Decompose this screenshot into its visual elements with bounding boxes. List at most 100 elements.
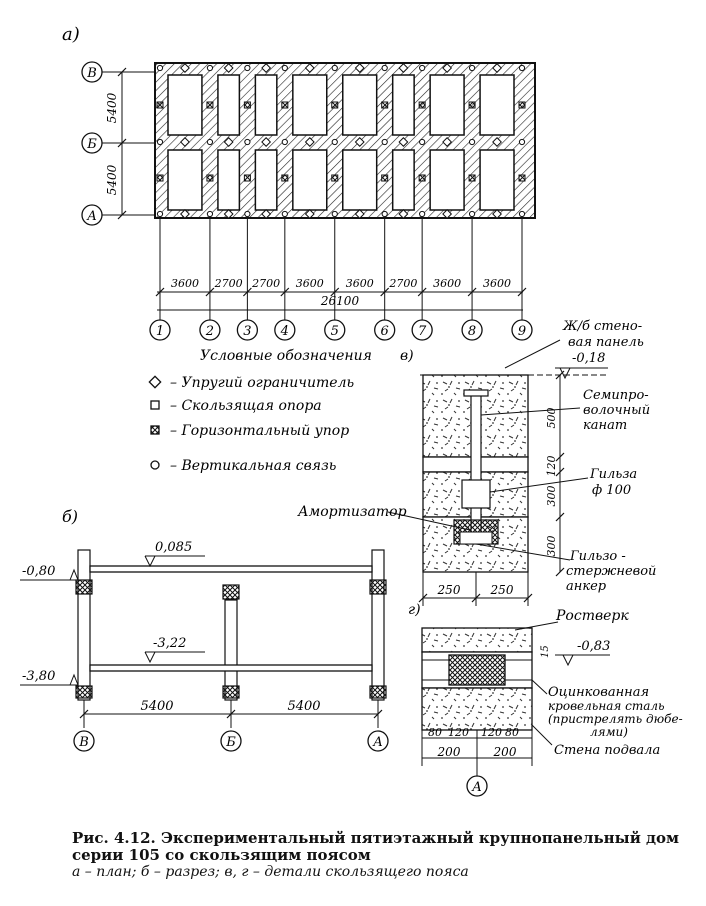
grillage-label: Ростверк [555, 608, 629, 624]
vertical-tie-symbol [206, 64, 214, 72]
vertical-tie-symbol [419, 210, 426, 218]
horizontal-stop-symbol [518, 101, 526, 109]
caption-subtitle: а – план; б – разрез; в, г – детали скол… [72, 864, 469, 880]
section-axis-label-v: В [78, 735, 89, 750]
dim-300-a: 300 [545, 486, 558, 507]
dim-300-b: 300 [545, 536, 558, 557]
level-minus-3-80: -3,80 [22, 669, 55, 684]
vertical-tie-symbol [468, 138, 476, 146]
basement-wall-label: Стена подвала [554, 743, 660, 758]
lower-slab [89, 664, 373, 672]
axis-label-v: В [86, 66, 97, 81]
steel-label-3: (пристрелять дюбе- [548, 712, 683, 726]
room-1-3 [254, 74, 278, 136]
room-2-2 [217, 149, 241, 211]
section-axis-label-b: Б [225, 735, 236, 750]
wall-panel-label-1: Ж/б стено- [562, 319, 642, 334]
legend-item-vertical-tie: – Вертикальная связь [170, 458, 336, 474]
room-2-7 [429, 149, 465, 211]
sleeve-label-1: Гильза [589, 467, 637, 482]
panel-label-v: в) [400, 348, 414, 364]
elastic-limiter-symbol [442, 137, 453, 147]
elastic-limiter-symbol [304, 137, 315, 147]
anchor-label-1: Гильзо - [569, 549, 626, 564]
room-1-2 [217, 74, 241, 136]
belt-block-middle [222, 584, 240, 600]
anchor-label-3: анкер [566, 579, 607, 594]
vertical-tie-symbol [381, 64, 388, 72]
axis-bubble-a [81, 204, 103, 226]
col-dim-2: 2700 [214, 277, 243, 290]
axis-bubble-1 [149, 319, 171, 341]
caption-title: Рис. 4.12. Экспериментальный пятиэтажный… [72, 829, 680, 864]
elastic-limiter-symbol [354, 209, 365, 219]
section-axis-a [367, 730, 389, 752]
hatched-square-icon [150, 425, 160, 435]
panel-label-g: г) [408, 602, 421, 618]
level-0-085: 0,085 [155, 540, 192, 555]
horizontal-stop-symbol [281, 101, 289, 109]
section-axis-label-a: А [372, 735, 383, 750]
legend: Условные обозначения – Упругий ограничит… [148, 348, 372, 474]
horizontal-stop-symbol [156, 174, 164, 182]
level-minus-0-83: -0,83 [577, 639, 610, 654]
axis-label-4: 4 [280, 324, 289, 339]
vertical-tie-symbol [419, 138, 426, 146]
axis-label-2: 2 [205, 324, 214, 339]
steel-label-4: лями) [590, 725, 628, 739]
figure-caption: Рис. 4.12. Экспериментальный пятиэтажный… [72, 830, 692, 881]
col-dim-7: 3600 [433, 277, 461, 290]
axis-label-3: 3 [243, 324, 251, 339]
rope-anchor-plate [463, 389, 489, 397]
axis-label-b: Б [86, 137, 97, 152]
axis-label-1: 1 [156, 324, 164, 339]
level-minus-3-22: -3,22 [153, 636, 186, 651]
horizontal-stop-symbol [418, 101, 426, 109]
room-2-6 [391, 149, 415, 211]
axis-bubble-8 [461, 319, 483, 341]
horizontal-stop-symbol [206, 174, 214, 182]
axis-bubble-2 [199, 319, 221, 341]
vertical-tie-symbol [206, 210, 214, 218]
total-dim: 26100 [320, 294, 360, 308]
sleeve [461, 479, 491, 509]
col-dim-8: 3600 [483, 277, 511, 290]
dim-120: 120 [545, 456, 558, 477]
plan-symbols [156, 63, 526, 219]
horizontal-stop-symbol [381, 101, 389, 109]
axis-bubble-7 [411, 319, 433, 341]
axis-bubble-4 [274, 319, 296, 341]
axis-label-a: А [86, 209, 97, 224]
dim-250-b: 250 [490, 583, 514, 597]
footing-right [369, 685, 387, 699]
elastic-limiter-symbol [354, 137, 365, 147]
vertical-tie-symbol [156, 210, 164, 218]
anchor-label-2: стержневой [566, 564, 656, 579]
elastic-limiter-symbol [398, 137, 409, 147]
room-2-3 [254, 149, 278, 211]
vertical-tie-symbol [381, 210, 388, 218]
wall-panel-label-2: вая панель [568, 335, 644, 350]
vertical-tie-symbol [518, 64, 526, 72]
elastic-limiter-symbol [223, 137, 234, 147]
elastic-limiter-symbol [180, 137, 190, 147]
legend-title: Условные обозначения [200, 348, 372, 364]
detail-g: г) Ростверк -0,83 15 Оцинкованная кровел… [408, 602, 683, 797]
panel-label-a: а) [62, 24, 80, 45]
col-dim-1: 3600 [171, 277, 199, 290]
vertical-tie-symbol [331, 210, 338, 218]
elastic-limiter-symbol [180, 63, 190, 73]
legend-item-horizontal-stop: – Горизонтальный упор [170, 423, 349, 439]
col-dim-4: 3600 [296, 277, 324, 290]
room-2-8 [479, 149, 515, 211]
horizontal-stop-symbol [468, 174, 476, 182]
elastic-limiter-symbol [304, 63, 315, 73]
elastic-limiter-symbol [398, 209, 409, 219]
room-1-6 [391, 74, 415, 136]
elastic-limiter-symbol [180, 209, 190, 219]
room-1-8 [479, 74, 515, 136]
vertical-tie-symbol [331, 138, 338, 146]
left-wall [77, 549, 91, 701]
right-wall [371, 549, 385, 701]
